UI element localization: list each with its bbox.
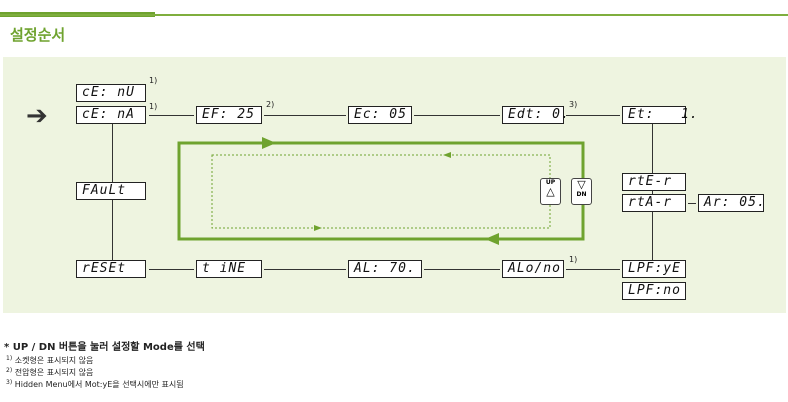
- connector-line: [264, 115, 346, 116]
- display-fault: FAuLt: [76, 182, 146, 200]
- footnote-2: 2) 전압형은 표시되지 않음: [6, 367, 93, 378]
- footnote-marker: 3): [569, 100, 578, 109]
- connector-line: [149, 115, 194, 116]
- footnote-3: 3) Hidden Menu에서 Mot:yE을 선택시에만 표시됨: [6, 379, 184, 390]
- footnote-text: Hidden Menu에서 Mot:yE을 선택시에만 표시됨: [14, 380, 184, 389]
- display-al: AL: 70.: [348, 260, 422, 278]
- down-triangle-icon: ▽: [577, 178, 586, 191]
- connector-line: [149, 269, 194, 270]
- loop-arrow-left: [485, 233, 499, 245]
- display-rte-r: rtE-r: [622, 173, 686, 191]
- connector-line: [566, 115, 620, 116]
- right-arrow-icon: ➔: [26, 101, 48, 131]
- display-et: Et: 1.: [622, 106, 698, 124]
- display-edt: Edt: 0.: [502, 106, 569, 124]
- display-lpf-ye: LPF:yE: [622, 260, 686, 278]
- mode-select-note: * UP / DN 버튼을 눌러 설정할 Mode를 선택: [4, 342, 205, 353]
- footnote-mark: 3): [6, 379, 13, 386]
- display-time: t iNE: [196, 260, 262, 278]
- up-triangle-icon: △: [546, 185, 555, 198]
- dotted-arrow-left: [443, 152, 451, 158]
- display-reset: rESEt: [76, 260, 146, 278]
- display-lpf-no: LPF:no: [622, 282, 686, 300]
- display-rta-r: rtA-r: [622, 194, 686, 212]
- loop-arrow-right: [262, 137, 276, 149]
- header-rule: [0, 14, 788, 16]
- display-ec: Ec: 05: [348, 106, 412, 124]
- connector-line: [414, 115, 500, 116]
- footnote-marker: 1): [149, 76, 158, 85]
- display-alono: ALo/no: [502, 260, 564, 278]
- display-ef: EF: 25: [196, 106, 262, 124]
- up-button-label: UP: [545, 179, 556, 186]
- connector-line: [264, 269, 346, 270]
- display-ct-na: cE: nA: [76, 106, 146, 124]
- footnote-mark: 1): [6, 355, 13, 362]
- connector-line: [688, 203, 696, 204]
- footnote-mark: 2): [6, 367, 13, 374]
- connector-line: [566, 269, 620, 270]
- dotted-arrow-right: [314, 225, 322, 231]
- display-ct-nu: cE: nU: [76, 84, 146, 102]
- page-title: 설정순서: [10, 26, 66, 44]
- display-ar: Ar: 05.: [698, 194, 765, 212]
- footnote-1: 1) 소켓형은 표시되지 않음: [6, 355, 93, 366]
- footnote-marker: 2): [266, 100, 275, 109]
- footnote-text: 전압형은 표시되지 않음: [14, 368, 94, 377]
- down-button[interactable]: ▽ DN: [571, 178, 592, 205]
- footnote-marker: 1): [149, 102, 158, 111]
- footnote-marker: 1): [569, 255, 578, 264]
- down-button-label: DN: [576, 191, 587, 198]
- connector-line: [424, 269, 500, 270]
- up-button[interactable]: UP △: [540, 178, 561, 205]
- footnote-text: 소켓형은 표시되지 않음: [14, 356, 94, 365]
